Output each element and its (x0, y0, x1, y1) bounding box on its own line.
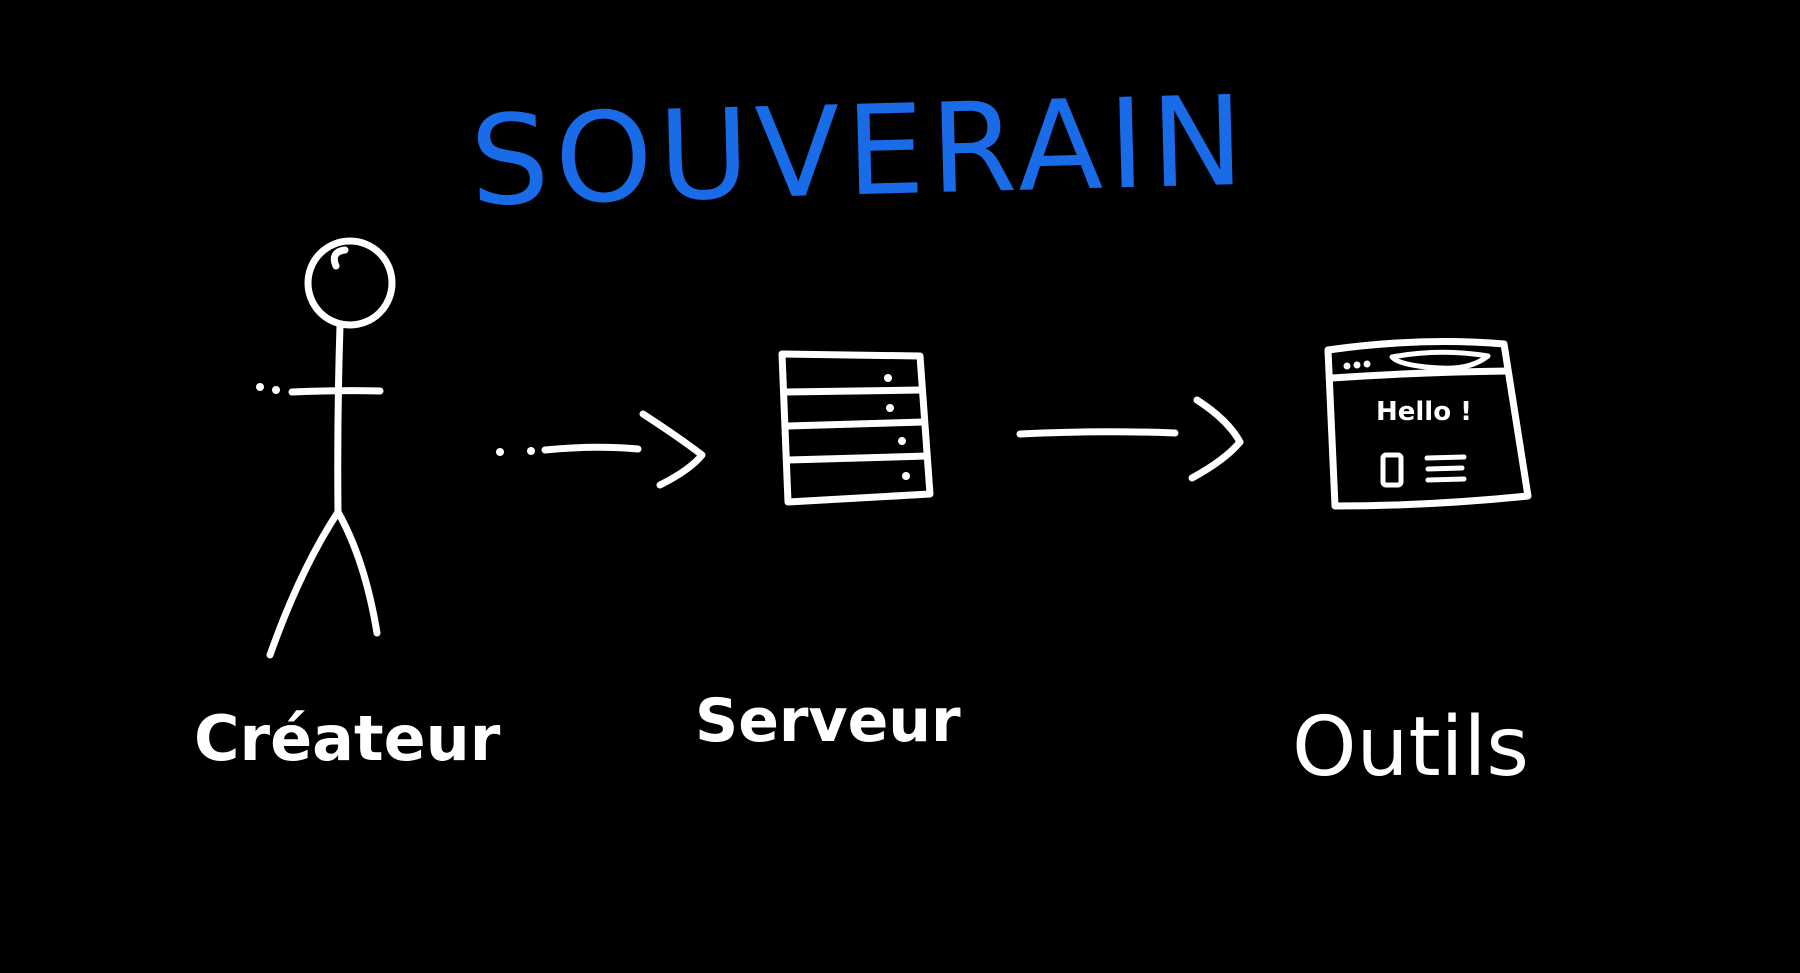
node-label-creator: Créateur (194, 702, 501, 775)
server-divider-3 (784, 452, 931, 464)
server-divider-2 (784, 418, 928, 430)
server-led-2 (886, 404, 894, 412)
arrow-head-1 (639, 410, 706, 489)
server-outline (778, 350, 934, 506)
figure-arm-dot-2 (272, 386, 280, 394)
figure-hair (330, 246, 349, 270)
arrow-head-2 (1188, 396, 1244, 482)
arrow-creator-to-server (496, 410, 706, 489)
browser-address-bar (1389, 349, 1491, 371)
browser-dot-2 (1353, 361, 1361, 369)
stick-figure-icon (256, 237, 396, 659)
server-led-1 (884, 374, 892, 382)
figure-arm (288, 387, 384, 396)
arrow-server-to-tools (1016, 396, 1244, 482)
browser-content-line-3 (1425, 476, 1467, 483)
browser-dot-1 (1343, 362, 1351, 370)
browser-content-box (1380, 452, 1404, 488)
server-led-4 (902, 472, 910, 480)
server-led-3 (898, 437, 906, 445)
arrow-shaft-1 (541, 443, 642, 454)
arrow-dash-dot-1 (496, 448, 504, 456)
browser-toolbar-line (1328, 367, 1512, 382)
browser-frame (1324, 338, 1532, 510)
browser-dot-3 (1363, 360, 1371, 368)
node-label-server: Serveur (695, 686, 961, 756)
figure-leg-left (266, 508, 342, 659)
browser-hello-text: Hello ! (1376, 397, 1472, 427)
node-label-tools: Outils (1292, 700, 1529, 795)
browser-content-line-2 (1425, 465, 1465, 472)
arrow-shaft-2 (1016, 428, 1179, 438)
arrow-dash-dot-2 (527, 447, 535, 455)
browser-content-line-1 (1424, 454, 1467, 461)
server-icon (778, 350, 934, 506)
figure-head (304, 237, 396, 329)
browser-window-icon: Hello ! (1324, 338, 1532, 510)
server-divider-1 (782, 386, 924, 396)
figure-body (334, 322, 344, 516)
figure-leg-right (334, 508, 381, 637)
figure-arm-dot-1 (256, 383, 264, 391)
